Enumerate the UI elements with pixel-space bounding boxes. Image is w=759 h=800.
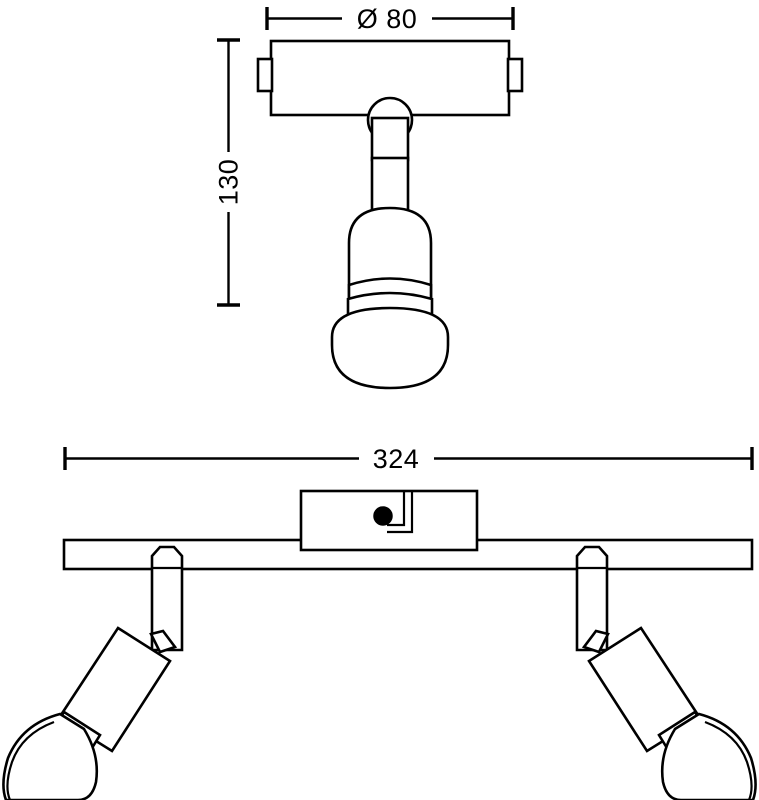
right-reflector-shade <box>660 712 757 800</box>
left-reflector-shade <box>2 712 99 800</box>
side-view-lamp-housing <box>347 206 433 298</box>
left-knuckle-joint <box>149 629 178 654</box>
dimension-height-130: 130 <box>214 38 244 307</box>
dimension-label-diameter-80: Ø 80 <box>357 4 418 34</box>
side-view-group: Ø 80 130 <box>214 4 524 390</box>
right-reflector-rim <box>704 720 753 800</box>
canopy-left-tab <box>256 57 274 93</box>
right-knuckle-joint <box>581 629 610 654</box>
side-view-stem <box>370 116 410 222</box>
dimension-diameter-80: Ø 80 <box>265 4 515 34</box>
junction-box-bracket-secondary <box>387 492 414 534</box>
junction-box-bracket <box>387 492 406 527</box>
junction-box-screw-dot <box>373 506 393 526</box>
left-bracket-arm <box>150 545 184 652</box>
right-lamp-barrel <box>587 626 702 753</box>
canopy-right-tab <box>506 57 524 93</box>
front-view-group: 324 <box>2 444 757 800</box>
dimension-width-324: 324 <box>63 444 754 474</box>
stem-upper-segment <box>370 116 410 162</box>
dimension-label-width-324: 324 <box>373 444 420 474</box>
right-bracket-arm <box>575 545 609 652</box>
front-view-left-spotlight <box>2 545 184 800</box>
side-view-lens-dome <box>330 306 450 390</box>
left-lamp-barrel <box>57 626 172 753</box>
left-reflector-rim <box>6 720 55 800</box>
dimension-label-height-130: 130 <box>214 159 244 206</box>
front-view-right-spotlight <box>575 545 757 800</box>
